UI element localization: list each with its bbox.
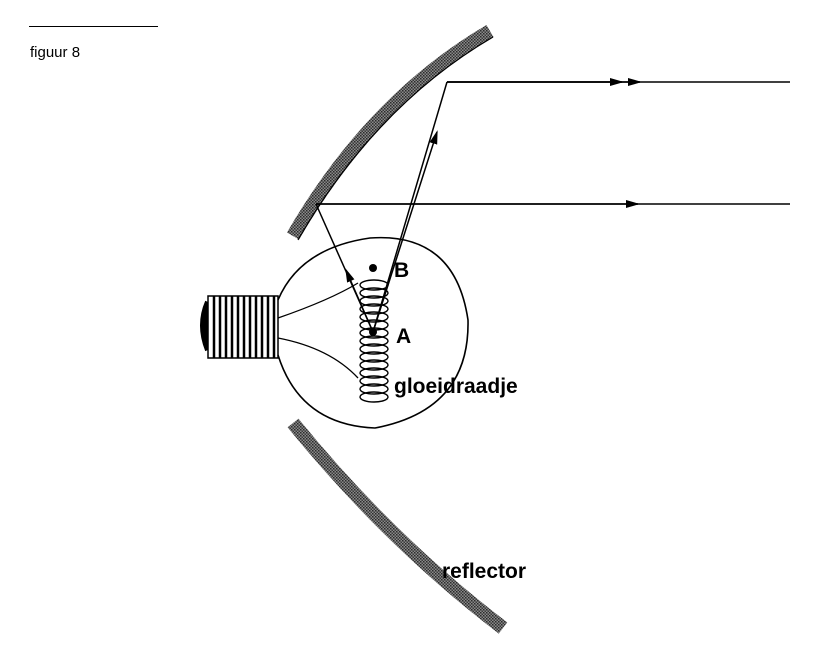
reflector-upper <box>286 24 494 240</box>
label-reflector: reflector <box>442 560 526 583</box>
label-point-b: B <box>394 259 409 282</box>
lamp-base <box>200 295 279 359</box>
label-point-a: A <box>396 325 411 348</box>
point-b-dot <box>369 264 377 272</box>
reflector-lower <box>287 418 508 634</box>
ray-a-arrow-1 <box>345 268 374 333</box>
caption-rule <box>29 26 158 27</box>
figure-caption: figuur 8 <box>30 44 81 61</box>
lead-wire-lower <box>277 337 359 379</box>
ray-a-to-top-reflector <box>372 81 448 333</box>
lamp-bulb <box>277 236 469 429</box>
ray-a-arrow-2 <box>372 130 438 333</box>
reflector-upper-edge <box>297 36 494 241</box>
label-filament: gloeidraadje <box>394 375 518 398</box>
lead-wire-upper <box>277 282 359 319</box>
